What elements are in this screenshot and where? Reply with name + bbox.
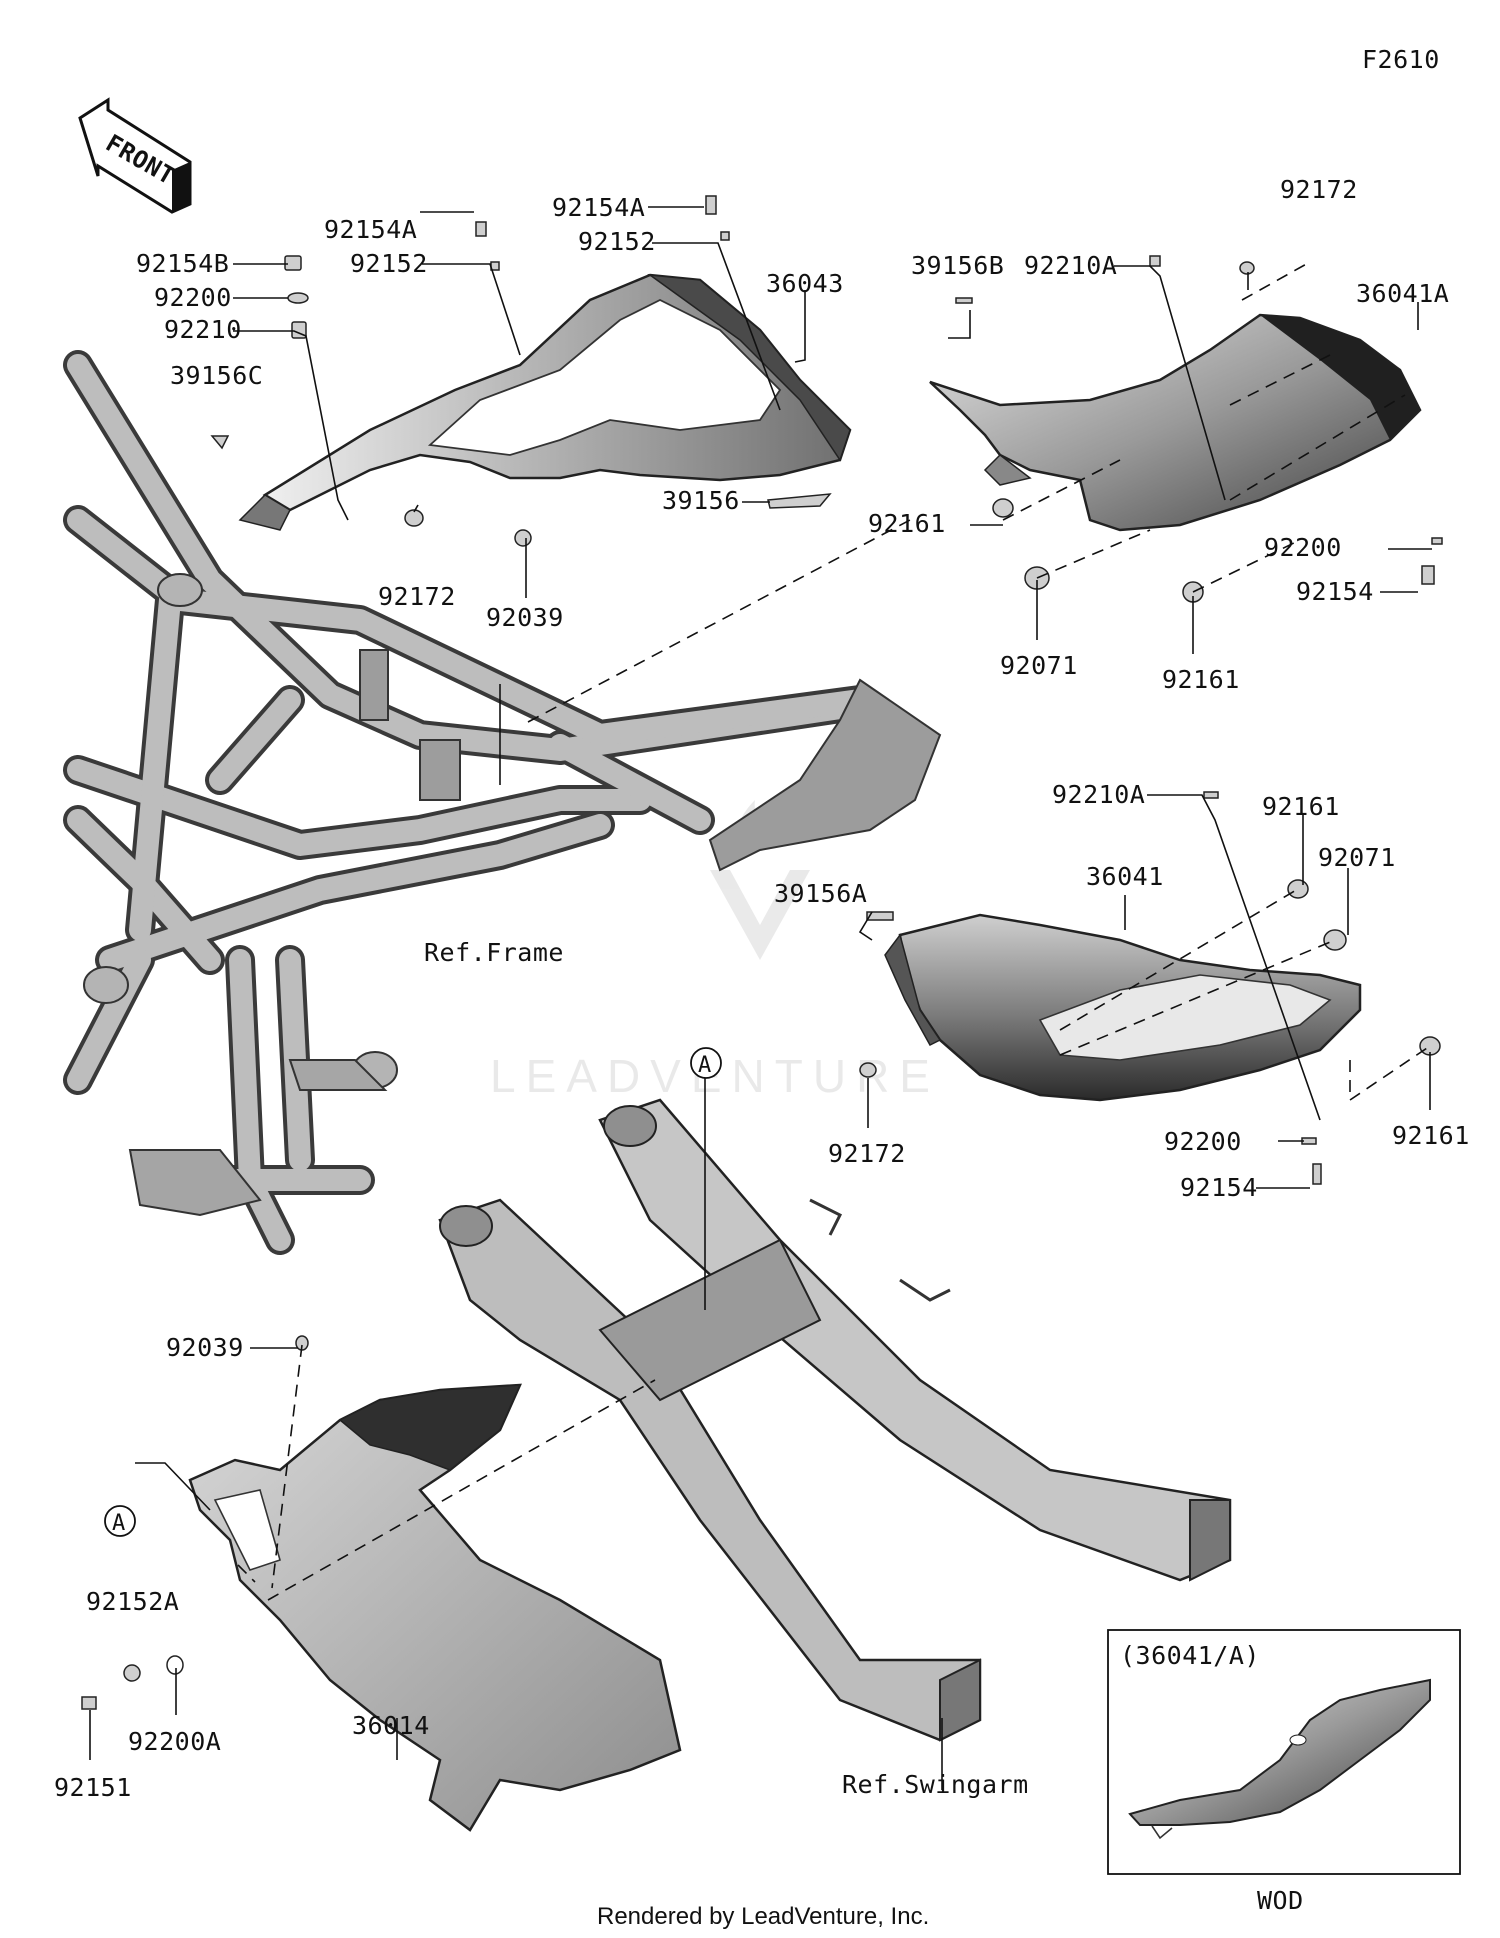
inset-title: (36041/A) [1120, 1641, 1260, 1670]
label-ref-frame: Ref.Frame [424, 938, 564, 967]
label-92071-a: 92071 [1000, 651, 1078, 680]
label-92161-c: 92161 [1262, 792, 1340, 821]
label-92200-left: 92200 [154, 283, 232, 312]
label-92152-b: 92152 [578, 227, 656, 256]
hardware-icons [81, 195, 1443, 1710]
callout-a-bottom: A [104, 1505, 136, 1537]
assembly-lines [237, 261, 1431, 1601]
label-92161-b: 92161 [1162, 665, 1240, 694]
label-36014: 36014 [352, 1711, 430, 1740]
footer-credit: Rendered by LeadVenture, Inc. [597, 1903, 929, 1930]
label-39156A: 39156A [774, 879, 867, 908]
label-92210A-mid: 92210A [1052, 780, 1145, 809]
label-36043: 36043 [766, 269, 844, 298]
part-36041A-illustration [929, 313, 1422, 532]
part-labels: 92154B 92200 92210 39156C 92154A 92152 9… [54, 175, 1470, 1802]
label-39156C: 39156C [170, 361, 263, 390]
label-92200-right: 92200 [1264, 533, 1342, 562]
label-92210: 92210 [164, 315, 242, 344]
label-92154A-b: 92154A [552, 193, 645, 222]
label-92200-mid: 92200 [1164, 1127, 1242, 1156]
callout-a-top: A [690, 1047, 722, 1079]
label-92154-right: 92154 [1296, 577, 1374, 606]
label-92039-top: 92039 [486, 603, 564, 632]
part-36041-illustration [884, 913, 1362, 1102]
variant-inset: (36041/A) [1107, 1629, 1461, 1875]
label-92172-right: 92172 [1280, 175, 1358, 204]
swingarm-illustration [438, 1098, 1232, 1742]
callout-a-bottom-letter: A [112, 1511, 126, 1536]
label-92039-bottom: 92039 [166, 1333, 244, 1362]
part-36014-illustration [188, 1383, 682, 1832]
leader-lines [89, 206, 1432, 1790]
part-36043-illustration [238, 273, 852, 531]
label-39156B: 39156B [911, 251, 1004, 280]
callout-a-top-letter: A [698, 1053, 712, 1078]
label-92210A-top: 92210A [1024, 251, 1117, 280]
label-36041: 36041 [1086, 862, 1164, 891]
label-92161-a: 92161 [868, 509, 946, 538]
label-92151: 92151 [54, 1773, 132, 1802]
label-39156: 39156 [662, 486, 740, 515]
label-92161-d: 92161 [1392, 1121, 1470, 1150]
inset-caption: WOD [1257, 1886, 1304, 1915]
label-92172-mid: 92172 [828, 1139, 906, 1168]
label-36041A: 36041A [1356, 279, 1449, 308]
label-92071-b: 92071 [1318, 843, 1396, 872]
frame-illustration [63, 350, 942, 1255]
label-92154A-a: 92154A [324, 215, 417, 244]
figure-code: F2610 [1362, 45, 1440, 74]
label-92172-top: 92172 [378, 582, 456, 611]
label-92154-mid: 92154 [1180, 1173, 1258, 1202]
label-92152-a: 92152 [350, 249, 428, 278]
label-92200A: 92200A [128, 1727, 221, 1756]
label-92152A: 92152A [86, 1587, 179, 1616]
label-92154B: 92154B [136, 249, 229, 278]
label-ref-swingarm: Ref.Swingarm [842, 1770, 1029, 1799]
front-arrow-icon: FRONT [78, 97, 192, 214]
